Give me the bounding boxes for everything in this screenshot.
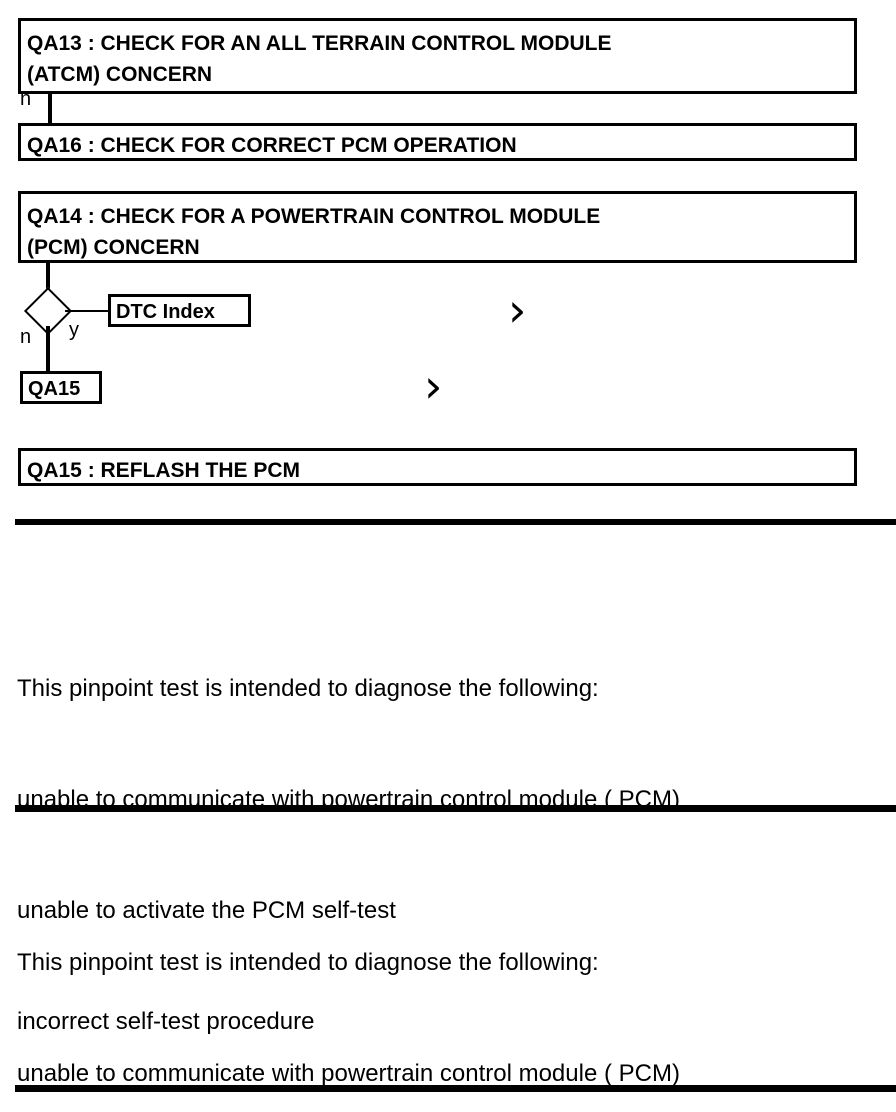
step-box-qa16[interactable]: QA16 : CHECK FOR CORRECT PCM OPERATION — [18, 123, 857, 161]
section-divider-2 — [15, 805, 896, 812]
mini-box-dtc-index[interactable]: DTC Index — [108, 294, 251, 327]
prose-line: This pinpoint test is intended to diagno… — [17, 675, 599, 702]
prose-line: unable to communicate with powertrain co… — [17, 786, 680, 813]
step-box-qa13[interactable]: QA13 : CHECK FOR AN ALL TERRAIN CONTROL … — [18, 18, 857, 94]
connector-decision-to-dtc-index — [65, 310, 110, 312]
prose-block-2: This pinpoint test is intended to diagno… — [17, 870, 879, 1112]
connector-qa13-to-qa16 — [48, 94, 52, 125]
branch-label-decision-yes: y — [69, 319, 79, 341]
prose-line: This pinpoint test is intended to diagno… — [17, 949, 599, 976]
branch-label-decision-no: n — [20, 326, 32, 348]
step-box-qa15[interactable]: QA15 : REFLASH THE PCM — [18, 448, 857, 486]
section-divider-3 — [15, 1085, 896, 1092]
prose-line: incorrect self-test procedure — [17, 1008, 315, 1035]
connector-decision-to-qa15 — [46, 326, 50, 373]
section-divider-1 — [15, 519, 896, 525]
mini-box-qa15-reference[interactable]: QA15 — [20, 371, 102, 404]
branch-label-qa13-no: n — [20, 88, 32, 110]
prose-block-1: This pinpoint test is intended to diagno… — [17, 596, 879, 1112]
step-box-qa14[interactable]: QA14 : CHECK FOR A POWERTRAIN CONTROL MO… — [18, 191, 857, 263]
prose-line: unable to activate the PCM self-test — [17, 897, 396, 924]
chevron-right-icon-lower: › — [424, 359, 443, 413]
connector-qa14-to-decision — [46, 263, 50, 298]
prose-line: unable to communicate with powertrain co… — [17, 1060, 680, 1087]
chevron-right-icon-upper: › — [508, 283, 527, 337]
